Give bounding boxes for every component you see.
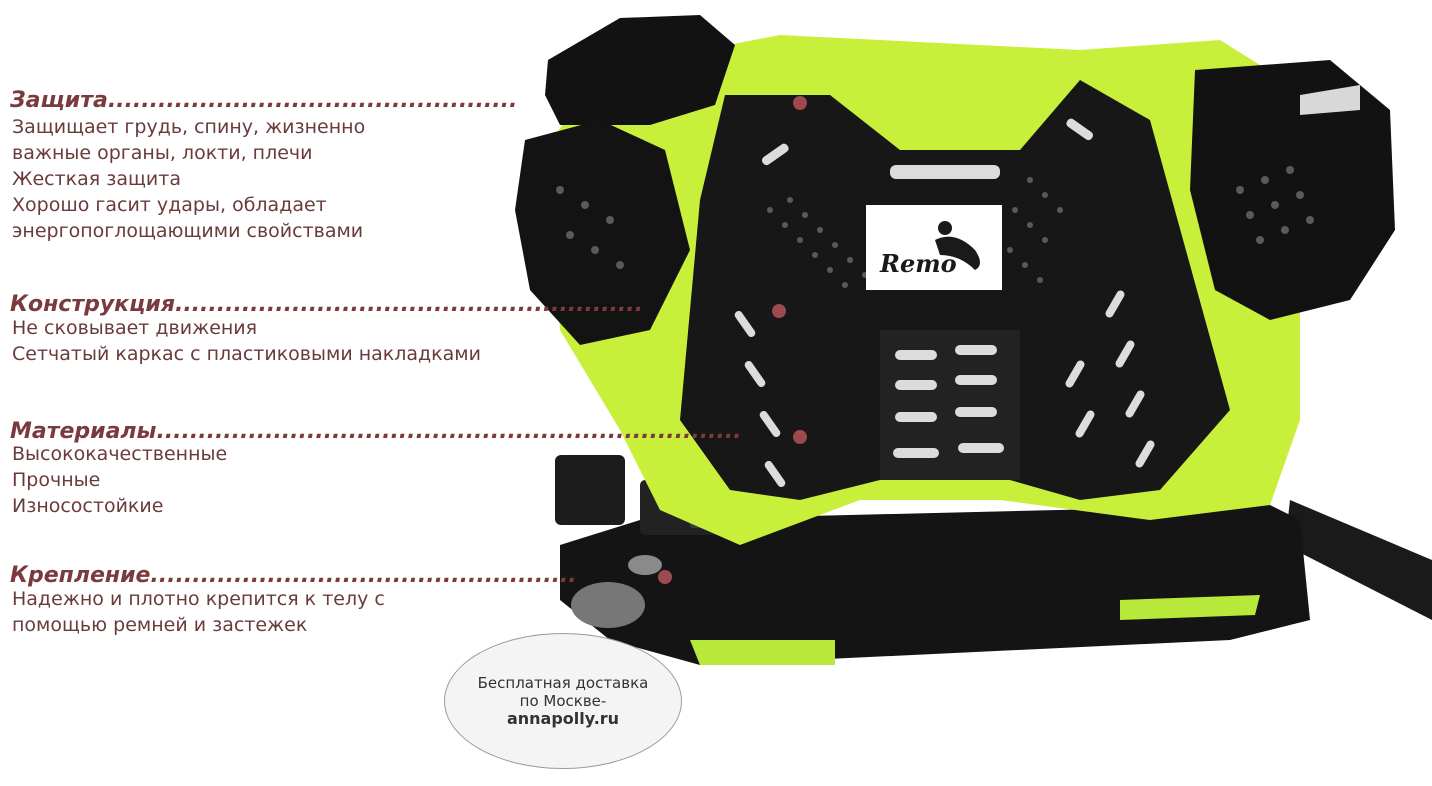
promo-line-2: по Москве- xyxy=(519,692,607,710)
feature-line: Не сковывает движения xyxy=(12,317,258,339)
feature-line: Высококачественные xyxy=(12,443,228,465)
section-title-materials: Материалы...............................… xyxy=(10,419,741,445)
feature-line: Прочные xyxy=(12,469,101,491)
section-body-materials: Высококачественные Прочные Износостойкие xyxy=(12,441,227,519)
feature-line: помощью ремней и застежек xyxy=(12,614,308,636)
promo-site-link[interactable]: annapolly.ru xyxy=(506,709,620,728)
section-body-protection: Защищает грудь, спину, жизненно важные о… xyxy=(12,114,365,244)
leader-dots: ........................................… xyxy=(156,419,742,444)
section-title-protection: Защита..................................… xyxy=(10,88,517,114)
section-title-text: Крепление xyxy=(10,563,151,588)
feature-line: Хорошо гасит удары, обладает xyxy=(12,194,327,216)
feature-line: Сетчатый каркас с пластиковыми накладкам… xyxy=(12,343,481,365)
feature-line: Износостойкие xyxy=(12,495,164,517)
section-body-fastening: Надежно и плотно крепится к телу с помощ… xyxy=(12,586,385,638)
section-title-fastening: Крепление...............................… xyxy=(10,563,577,589)
leader-dots: ........................................… xyxy=(174,292,643,317)
section-title-text: Материалы xyxy=(10,419,157,444)
feature-line: Надежно и плотно крепится к телу с xyxy=(12,588,385,610)
free-delivery-badge: Бесплатная доставка по Москве- annapolly… xyxy=(444,633,682,769)
section-title-construction: Конструкция.............................… xyxy=(10,292,643,318)
section-title-text: Защита xyxy=(10,88,108,113)
promo-line-1: Бесплатная доставка xyxy=(477,674,649,692)
leader-dots: ........................................… xyxy=(150,563,577,588)
section-title-text: Конструкция xyxy=(10,292,175,317)
feature-line: важные органы, локти, плечи xyxy=(12,142,313,164)
leader-dots: ........................................… xyxy=(107,88,518,113)
feature-line: энергопоглощающими свойствами xyxy=(12,220,364,242)
feature-line: Жесткая защита xyxy=(12,168,181,190)
section-body-construction: Не сковывает движения Сетчатый каркас с … xyxy=(12,315,481,367)
feature-line: Защищает грудь, спину, жизненно xyxy=(12,116,366,138)
